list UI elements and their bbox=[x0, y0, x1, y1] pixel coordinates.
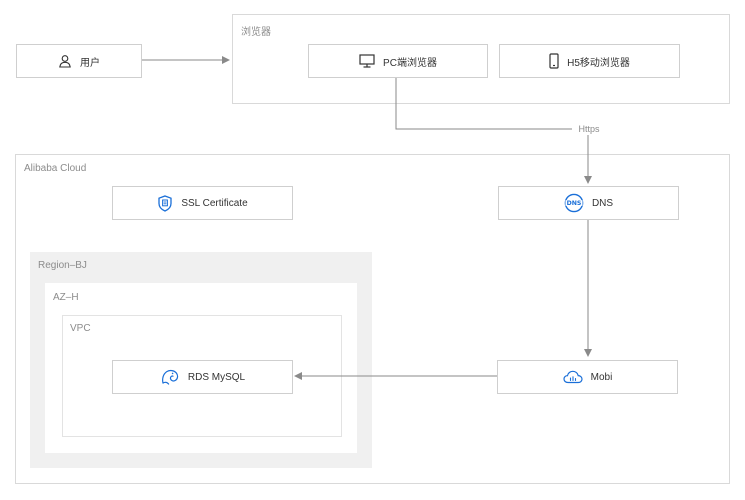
pc-browser-label: PC端浏览器 bbox=[383, 57, 437, 69]
user-label: 用户 bbox=[80, 57, 100, 69]
user-icon bbox=[58, 54, 72, 68]
dns-label: DNS bbox=[591, 197, 614, 209]
mobi-label: Mobi bbox=[590, 371, 613, 383]
ssl-certificate-label: SSL Certificate bbox=[181, 197, 248, 209]
az-label: AZ–H bbox=[53, 292, 79, 303]
rds-mysql-label: RDS MySQL bbox=[187, 371, 246, 383]
h5-browser-label: H5移动浏览器 bbox=[567, 57, 630, 69]
pc-browser-node[interactable]: PC端浏览器 bbox=[308, 44, 488, 78]
rds-mysql-icon bbox=[160, 368, 180, 386]
vpc-label: VPC bbox=[70, 323, 91, 334]
region-label: Region–BJ bbox=[38, 260, 87, 271]
monitor-icon bbox=[359, 54, 375, 68]
https-label: Https bbox=[578, 124, 600, 134]
ssl-certificate-node[interactable]: SSL Certificate bbox=[112, 186, 293, 220]
user-node[interactable]: 用户 bbox=[16, 44, 142, 78]
mobile-phone-icon bbox=[549, 53, 559, 69]
browser-group-label: 浏览器 bbox=[241, 27, 271, 38]
ssl-certificate-icon bbox=[157, 194, 173, 212]
cloud-app-icon bbox=[563, 370, 583, 384]
alibaba-cloud-label: Alibaba Cloud bbox=[24, 163, 87, 174]
dns-node[interactable]: DNS DNS bbox=[498, 186, 679, 220]
edge-browser-to-dns bbox=[395, 78, 592, 184]
svg-text:DNS: DNS bbox=[567, 200, 582, 207]
rds-mysql-node[interactable]: RDS MySQL bbox=[112, 360, 293, 394]
h5-browser-node[interactable]: H5移动浏览器 bbox=[499, 44, 680, 78]
dns-icon: DNS bbox=[564, 193, 584, 213]
mobi-node[interactable]: Mobi bbox=[497, 360, 678, 394]
